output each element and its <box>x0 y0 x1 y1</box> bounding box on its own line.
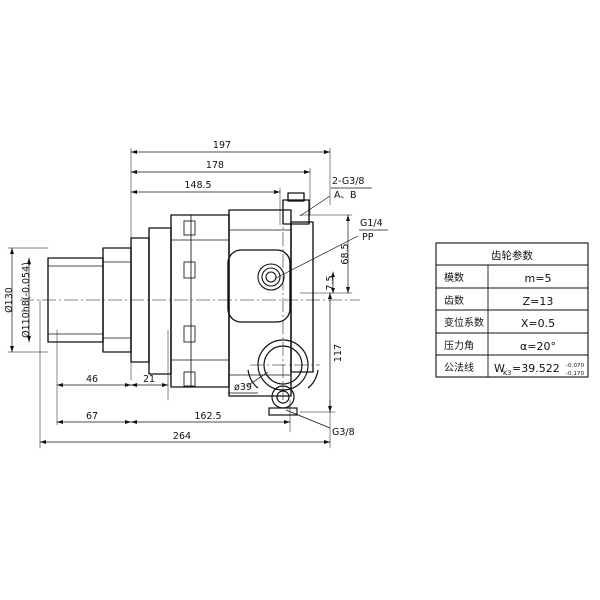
valve-block <box>227 249 291 323</box>
table-value-teeth: Z=13 <box>523 295 554 308</box>
centerlines-group <box>20 210 360 400</box>
table-grid <box>436 264 588 377</box>
bolt-head-2 <box>183 325 196 343</box>
table-label-span: 公法线 <box>444 361 474 374</box>
table-label-teeth: 齿数 <box>444 294 464 307</box>
label-46: 46 <box>86 374 98 385</box>
label-685: 68.5 <box>340 243 351 264</box>
table-label-shift: 变位系数 <box>444 316 484 329</box>
lower-fitting-inner <box>276 390 290 404</box>
center-port-inner <box>265 271 277 283</box>
top-port-boss <box>282 199 310 225</box>
arrow-75 <box>331 272 335 293</box>
table-value-module: m=5 <box>525 272 552 285</box>
table-value-span-tol-upper: -0.070 <box>566 363 584 369</box>
table-label-pressure-angle: 压力角 <box>444 339 474 352</box>
gear-parameter-table: 齿轮参数 模数 m=5 齿数 Z=13 变位系数 X=0.5 压力角 α=20°… <box>435 242 589 378</box>
lower-port-fillet-left <box>247 369 259 389</box>
label-1625: 162.5 <box>194 411 221 422</box>
dimension-lines-group <box>7 147 353 449</box>
callout-g14-line1: G1/4 <box>360 218 383 229</box>
label-dia130: Ø130 <box>4 287 15 313</box>
label-178: 178 <box>206 160 224 171</box>
dimension-labels: 197 178 148.5 46 21 67 162.5 264 Ø130 Ø1… <box>4 140 351 442</box>
label-117: 117 <box>333 344 344 362</box>
label-67: 67 <box>86 411 98 422</box>
table-value-span-subscript: K3 <box>503 369 511 377</box>
label-264: 264 <box>173 431 191 442</box>
bolt-head-1 <box>183 261 196 279</box>
lower-port-nut <box>268 407 298 416</box>
label-197: 197 <box>213 140 231 151</box>
lower-port-fillet-right <box>307 369 319 389</box>
callout-g38-bottom: G3/8 <box>332 427 355 438</box>
leader-lines <box>246 195 359 429</box>
label-dia110h8: Ø110h8(-0.054) <box>21 262 32 338</box>
bolt-head-4 <box>183 371 196 387</box>
leader-2g38 <box>299 195 331 217</box>
callout-labels: 2-G3/8 A、B G1/4 PP G3/8 <box>331 176 388 438</box>
leader-g14 <box>275 235 359 279</box>
label-75: 7.5 <box>325 275 336 290</box>
label-1485: 148.5 <box>184 180 211 191</box>
callout-2g38-line2: A、B <box>334 190 357 201</box>
lower-port-outer <box>257 339 309 391</box>
table-value-pressure-angle: α=20° <box>520 340 556 353</box>
end-cap <box>290 221 314 373</box>
table-header: 齿轮参数 <box>491 249 533 262</box>
table-value-span-sym: W <box>494 362 505 375</box>
leader-g38-bottom <box>285 409 331 429</box>
table-label-module: 模数 <box>444 271 464 284</box>
table-value-span: =39.522 <box>512 362 560 375</box>
lower-port-assembly <box>247 339 319 416</box>
center-port-assembly <box>257 263 285 291</box>
callout-g14-line2: PP <box>362 232 374 243</box>
center-port-mid <box>261 267 281 287</box>
top-port-nut <box>287 192 305 202</box>
table-value-shift: X=0.5 <box>521 317 555 330</box>
label-21: 21 <box>143 374 155 385</box>
rear-housing <box>228 209 292 397</box>
pump-body-outline <box>47 192 314 397</box>
callout-2g38-line1: 2-G3/8 <box>332 176 364 187</box>
lower-port-inner <box>263 345 303 385</box>
table-value-span-tol-lower: -0.170 <box>566 371 584 377</box>
bolt-head-3 <box>183 220 196 236</box>
label-dia39: ø39 <box>234 382 252 393</box>
leader-dia39 <box>246 371 269 387</box>
center-port-outer <box>257 263 285 291</box>
